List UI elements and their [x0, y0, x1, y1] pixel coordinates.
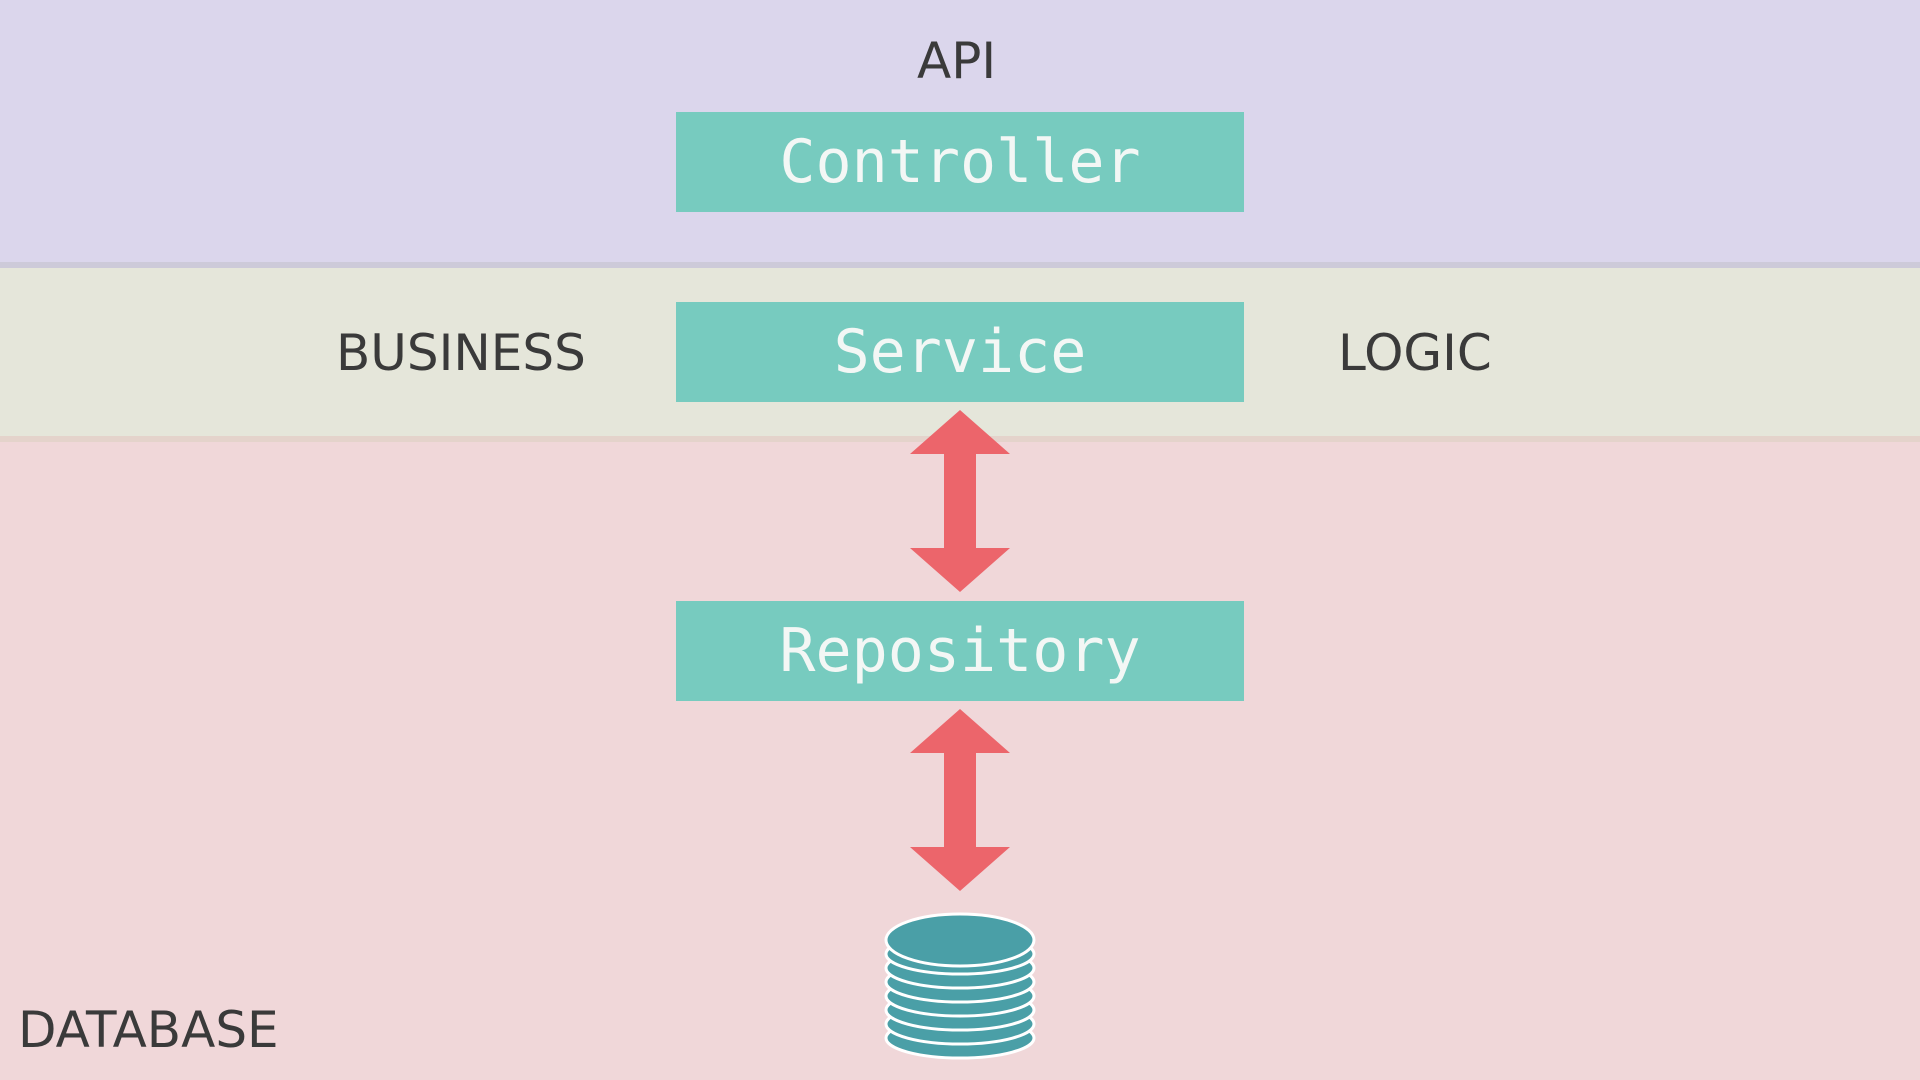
double-arrow-icon [910, 410, 1010, 592]
double-arrow-icon [910, 709, 1010, 891]
service-box: Service [676, 302, 1244, 402]
repository-box: Repository [676, 601, 1244, 701]
database-icon [884, 912, 1036, 1060]
api-layer-label: API [917, 32, 997, 90]
logic-layer-label: LOGIC [1338, 324, 1492, 382]
service-label: Service [833, 317, 1087, 387]
controller-label: Controller [779, 127, 1141, 197]
business-layer-label: BUSINESS [336, 324, 586, 382]
layer-separator [0, 262, 1920, 268]
database-layer-label: DATABASE [18, 1001, 279, 1059]
controller-box: Controller [676, 112, 1244, 212]
repository-label: Repository [779, 616, 1141, 686]
